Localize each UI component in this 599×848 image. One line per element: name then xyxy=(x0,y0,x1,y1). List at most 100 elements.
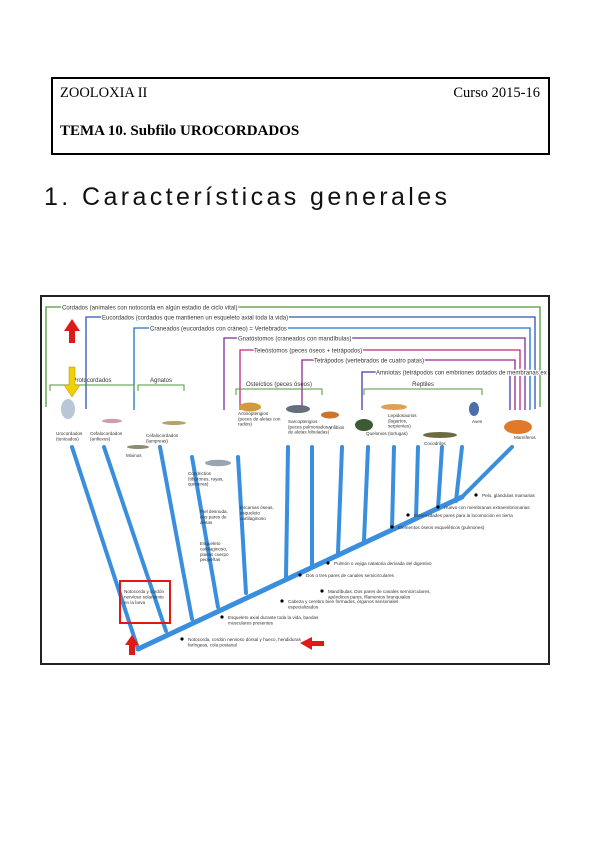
fox-icon xyxy=(504,420,532,434)
clade-branch xyxy=(336,445,344,555)
side-note-label: Esqueleto xyxy=(200,541,221,546)
taxon-label: Aves xyxy=(472,419,483,424)
taxon-label: (tiburones, rayas, xyxy=(188,476,224,481)
taxon-label: serpientes) xyxy=(388,424,411,429)
clade-branch xyxy=(436,445,444,511)
course-name: ZOOLOXIA II xyxy=(60,85,148,101)
course-year: Curso 2015-16 xyxy=(453,85,540,101)
taxon-label: (tunicados) xyxy=(56,436,79,441)
synapomorphy-dot xyxy=(390,525,394,529)
turtle-icon xyxy=(355,419,373,431)
bracket-label: Amniotas (tetrápodos con embriones dotad… xyxy=(376,371,547,377)
cladogram-svg: Cordados (animales con notocorda en algú… xyxy=(45,304,547,655)
bracket-line xyxy=(301,359,516,410)
synapomorphy-dot xyxy=(474,493,478,497)
taxon-label: Urocordados xyxy=(56,431,83,436)
side-note-label: placas cuerpo xyxy=(200,552,229,557)
annotation-label: Notocorda, cordón nervioso dorsal y huec… xyxy=(188,637,302,642)
side-note-label: esqueleto xyxy=(240,510,260,515)
taxon-label: (lampreas) xyxy=(146,438,168,443)
annotation-label: Extremidades pares para la locomoción en… xyxy=(414,513,513,518)
taxon-label: Sarcopterigios xyxy=(288,419,318,424)
side-note-label: pequeñas xyxy=(200,557,221,562)
cladogram-figure: Cordados (animales con notocorda en algú… xyxy=(40,295,550,665)
bracket-label: Gnatóstomos (craneados con mandíbulas) xyxy=(238,337,351,343)
taxon-label: (lagartos, xyxy=(388,418,407,423)
group-bracket xyxy=(49,384,135,391)
bracket-line xyxy=(223,337,526,410)
lancelet-icon xyxy=(102,418,122,424)
left-arrow-red-icon xyxy=(300,637,324,650)
taxon-label: (anfioxos) xyxy=(90,436,111,441)
annotation-label: especializados xyxy=(288,604,319,609)
annotation-label: Huevo con membranas extraembrionarias xyxy=(444,505,530,510)
bracket-label: Craneados (eucordados con cráneo) = Vert… xyxy=(150,327,287,333)
clade-branch xyxy=(460,445,514,499)
group-label: Osteíctios (peces óseos) xyxy=(246,382,312,388)
shark-icon xyxy=(205,459,231,467)
taxon-label: Lepidosaurios xyxy=(388,413,417,418)
topic-title: TEMA 10. Subfilo UROCORDADOS xyxy=(60,123,300,139)
clade-branch xyxy=(414,445,420,521)
hagfish-icon xyxy=(127,445,149,449)
taxon-label: Condrictios xyxy=(188,471,212,476)
taxon-label: Cocodrilos xyxy=(424,441,446,446)
synapomorphy-dot xyxy=(326,561,330,565)
taxon-label: radios) xyxy=(238,422,253,427)
taxon-label: Mixinos xyxy=(126,453,142,458)
annotation-label: Dos o tres pares de canales semicircular… xyxy=(306,573,395,578)
up-arrow-red-icon xyxy=(64,319,80,343)
side-note-label: cartilaginoso xyxy=(240,516,266,521)
side-note-label: dos pares de xyxy=(200,514,227,519)
clade-branch xyxy=(190,455,220,609)
clade-branch xyxy=(158,445,194,621)
crocodile-icon xyxy=(423,432,457,438)
bird-icon xyxy=(469,402,479,416)
side-note-label: cartilaginoso, xyxy=(200,546,227,551)
clade-branch xyxy=(70,445,140,651)
clade-branch xyxy=(362,445,370,543)
down-arrow-yellow-icon xyxy=(63,366,81,398)
lizard-icon xyxy=(381,404,407,410)
synapomorphy-dot xyxy=(298,573,302,577)
taxon-label: Mamíferos xyxy=(514,435,536,440)
synapomorphy-dot xyxy=(436,505,440,509)
synapomorphy-dot xyxy=(220,615,224,619)
annotation-label: Elementos óseos esqueléticos (pulmones) xyxy=(398,525,485,530)
lungfish-icon xyxy=(286,405,310,413)
annotation-label: apéndices pares, filamentos branquiales xyxy=(328,594,411,599)
side-note-label: Piel desnuda, xyxy=(200,509,228,514)
group-bracket xyxy=(137,384,185,391)
synapomorphy-dot xyxy=(406,513,410,517)
group-bracket xyxy=(363,388,483,395)
up-arrow-red-icon xyxy=(125,635,139,655)
bracket-label: Tetrápodos (vertebrados de cuatro patas) xyxy=(314,359,424,365)
bracket-label: Eucordados (cordados que mantienen un es… xyxy=(102,316,288,322)
highlight-note-label: Notocorda y cordón xyxy=(124,589,165,594)
synapomorphy-dot xyxy=(180,637,184,641)
trunk-branch xyxy=(135,494,465,652)
tunicate-icon xyxy=(61,399,75,419)
taxon-label: de aletas lobuladas) xyxy=(288,430,330,435)
annotation-label: faríngeas, cola postanal xyxy=(188,642,237,647)
taxon-label: (peces de aletas con xyxy=(238,416,281,421)
clade-branch xyxy=(236,455,248,595)
side-note-label: aletas xyxy=(200,520,213,525)
clade-branch xyxy=(390,445,396,531)
amphibian-icon xyxy=(321,411,339,419)
bracket-label: Teleóstomos (peces óseos + tetrápodos) xyxy=(254,349,362,355)
taxon-label: Quelonios (tortugas) xyxy=(366,431,408,436)
highlight-note-label: nervioso solamente xyxy=(124,595,164,600)
side-note-label: Escamas óseas, xyxy=(240,505,274,510)
taxon-label: Actinopterigios xyxy=(238,411,269,416)
synapomorphy-dot xyxy=(280,599,284,603)
annotation-label: Mandíbulas. Dos pares de canales semicir… xyxy=(328,589,431,594)
annotation-label: musculares presentes xyxy=(228,620,274,625)
clade-branch xyxy=(284,445,290,579)
group-label: Agnatos xyxy=(150,378,172,384)
section-title: 1. Características generales xyxy=(44,183,451,211)
bracket-line xyxy=(133,327,531,410)
bracket-line xyxy=(239,349,521,410)
annotation-label: Pelo, glándulas mamarias xyxy=(482,493,536,498)
annotation-label: Esqueleto axial durante toda la vida, ba… xyxy=(228,615,319,620)
